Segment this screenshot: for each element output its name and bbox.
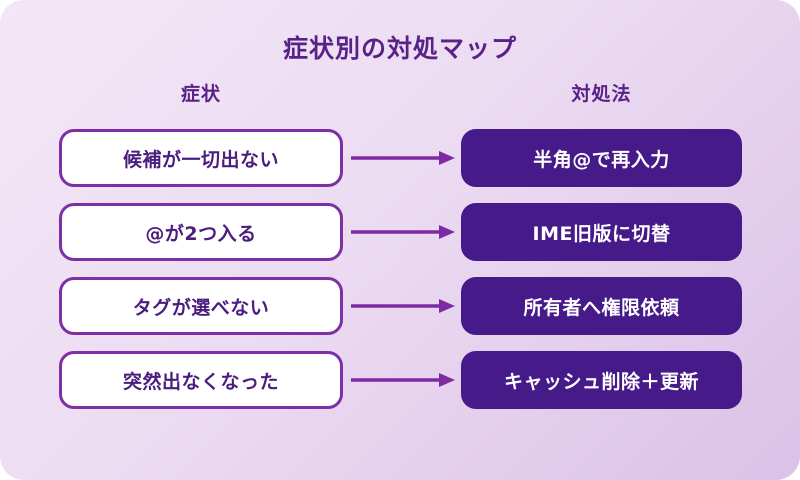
symptom-box: @が2つ入る bbox=[59, 203, 343, 261]
remedy-box: 所有者へ権限依頼 bbox=[461, 277, 742, 335]
symptom-box: タグが選べない bbox=[59, 277, 343, 335]
arrow-right-icon bbox=[343, 296, 461, 316]
symptom-box: 突然出なくなった bbox=[59, 351, 343, 409]
arrow-right-icon bbox=[343, 148, 461, 168]
column-header-remedy: 対処法 bbox=[571, 83, 632, 105]
remedy-label: キャッシュ削除＋更新 bbox=[503, 370, 699, 393]
remedy-box: IME旧版に切替 bbox=[461, 203, 742, 261]
arrow-right-icon bbox=[343, 370, 461, 390]
remedy-label: 半角@で再入力 bbox=[533, 148, 670, 171]
map-row: タグが選べない 所有者へ権限依頼 bbox=[0, 277, 800, 335]
symptom-label: 候補が一切出ない bbox=[122, 148, 279, 171]
column-header-symptom: 症状 bbox=[180, 83, 221, 105]
remedy-box: キャッシュ削除＋更新 bbox=[461, 351, 742, 409]
map-rows: 候補が一切出ない 半角@で再入力 @が2つ入る bbox=[0, 129, 800, 409]
page-title: 症状別の対処マップ bbox=[282, 34, 517, 63]
arrow-right-icon bbox=[343, 222, 461, 242]
symptom-label: 突然出なくなった bbox=[122, 370, 279, 393]
remedy-label: 所有者へ権限依頼 bbox=[523, 296, 680, 319]
symptom-label: @が2つ入る bbox=[145, 222, 257, 245]
map-row: 候補が一切出ない 半角@で再入力 bbox=[0, 129, 800, 187]
map-row: @が2つ入る IME旧版に切替 bbox=[0, 203, 800, 261]
symptom-box: 候補が一切出ない bbox=[59, 129, 343, 187]
symptom-label: タグが選べない bbox=[132, 296, 270, 319]
remedy-box: 半角@で再入力 bbox=[461, 129, 742, 187]
remedy-label: IME旧版に切替 bbox=[532, 222, 671, 245]
map-row: 突然出なくなった キャッシュ削除＋更新 bbox=[0, 351, 800, 409]
